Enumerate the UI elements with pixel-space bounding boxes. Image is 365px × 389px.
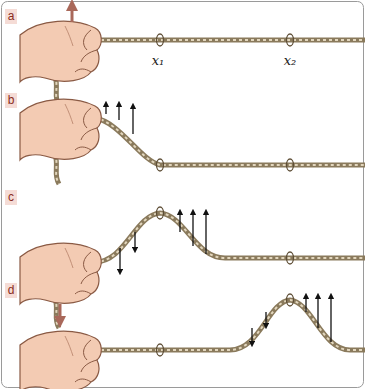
position-label: x₂ [284, 54, 297, 67]
panel-letter: d [5, 283, 18, 298]
panel-letter: c [5, 190, 17, 205]
panel-letter: b [5, 93, 18, 108]
position-label: x₁ [152, 54, 165, 67]
panel-letter: a [5, 9, 18, 24]
